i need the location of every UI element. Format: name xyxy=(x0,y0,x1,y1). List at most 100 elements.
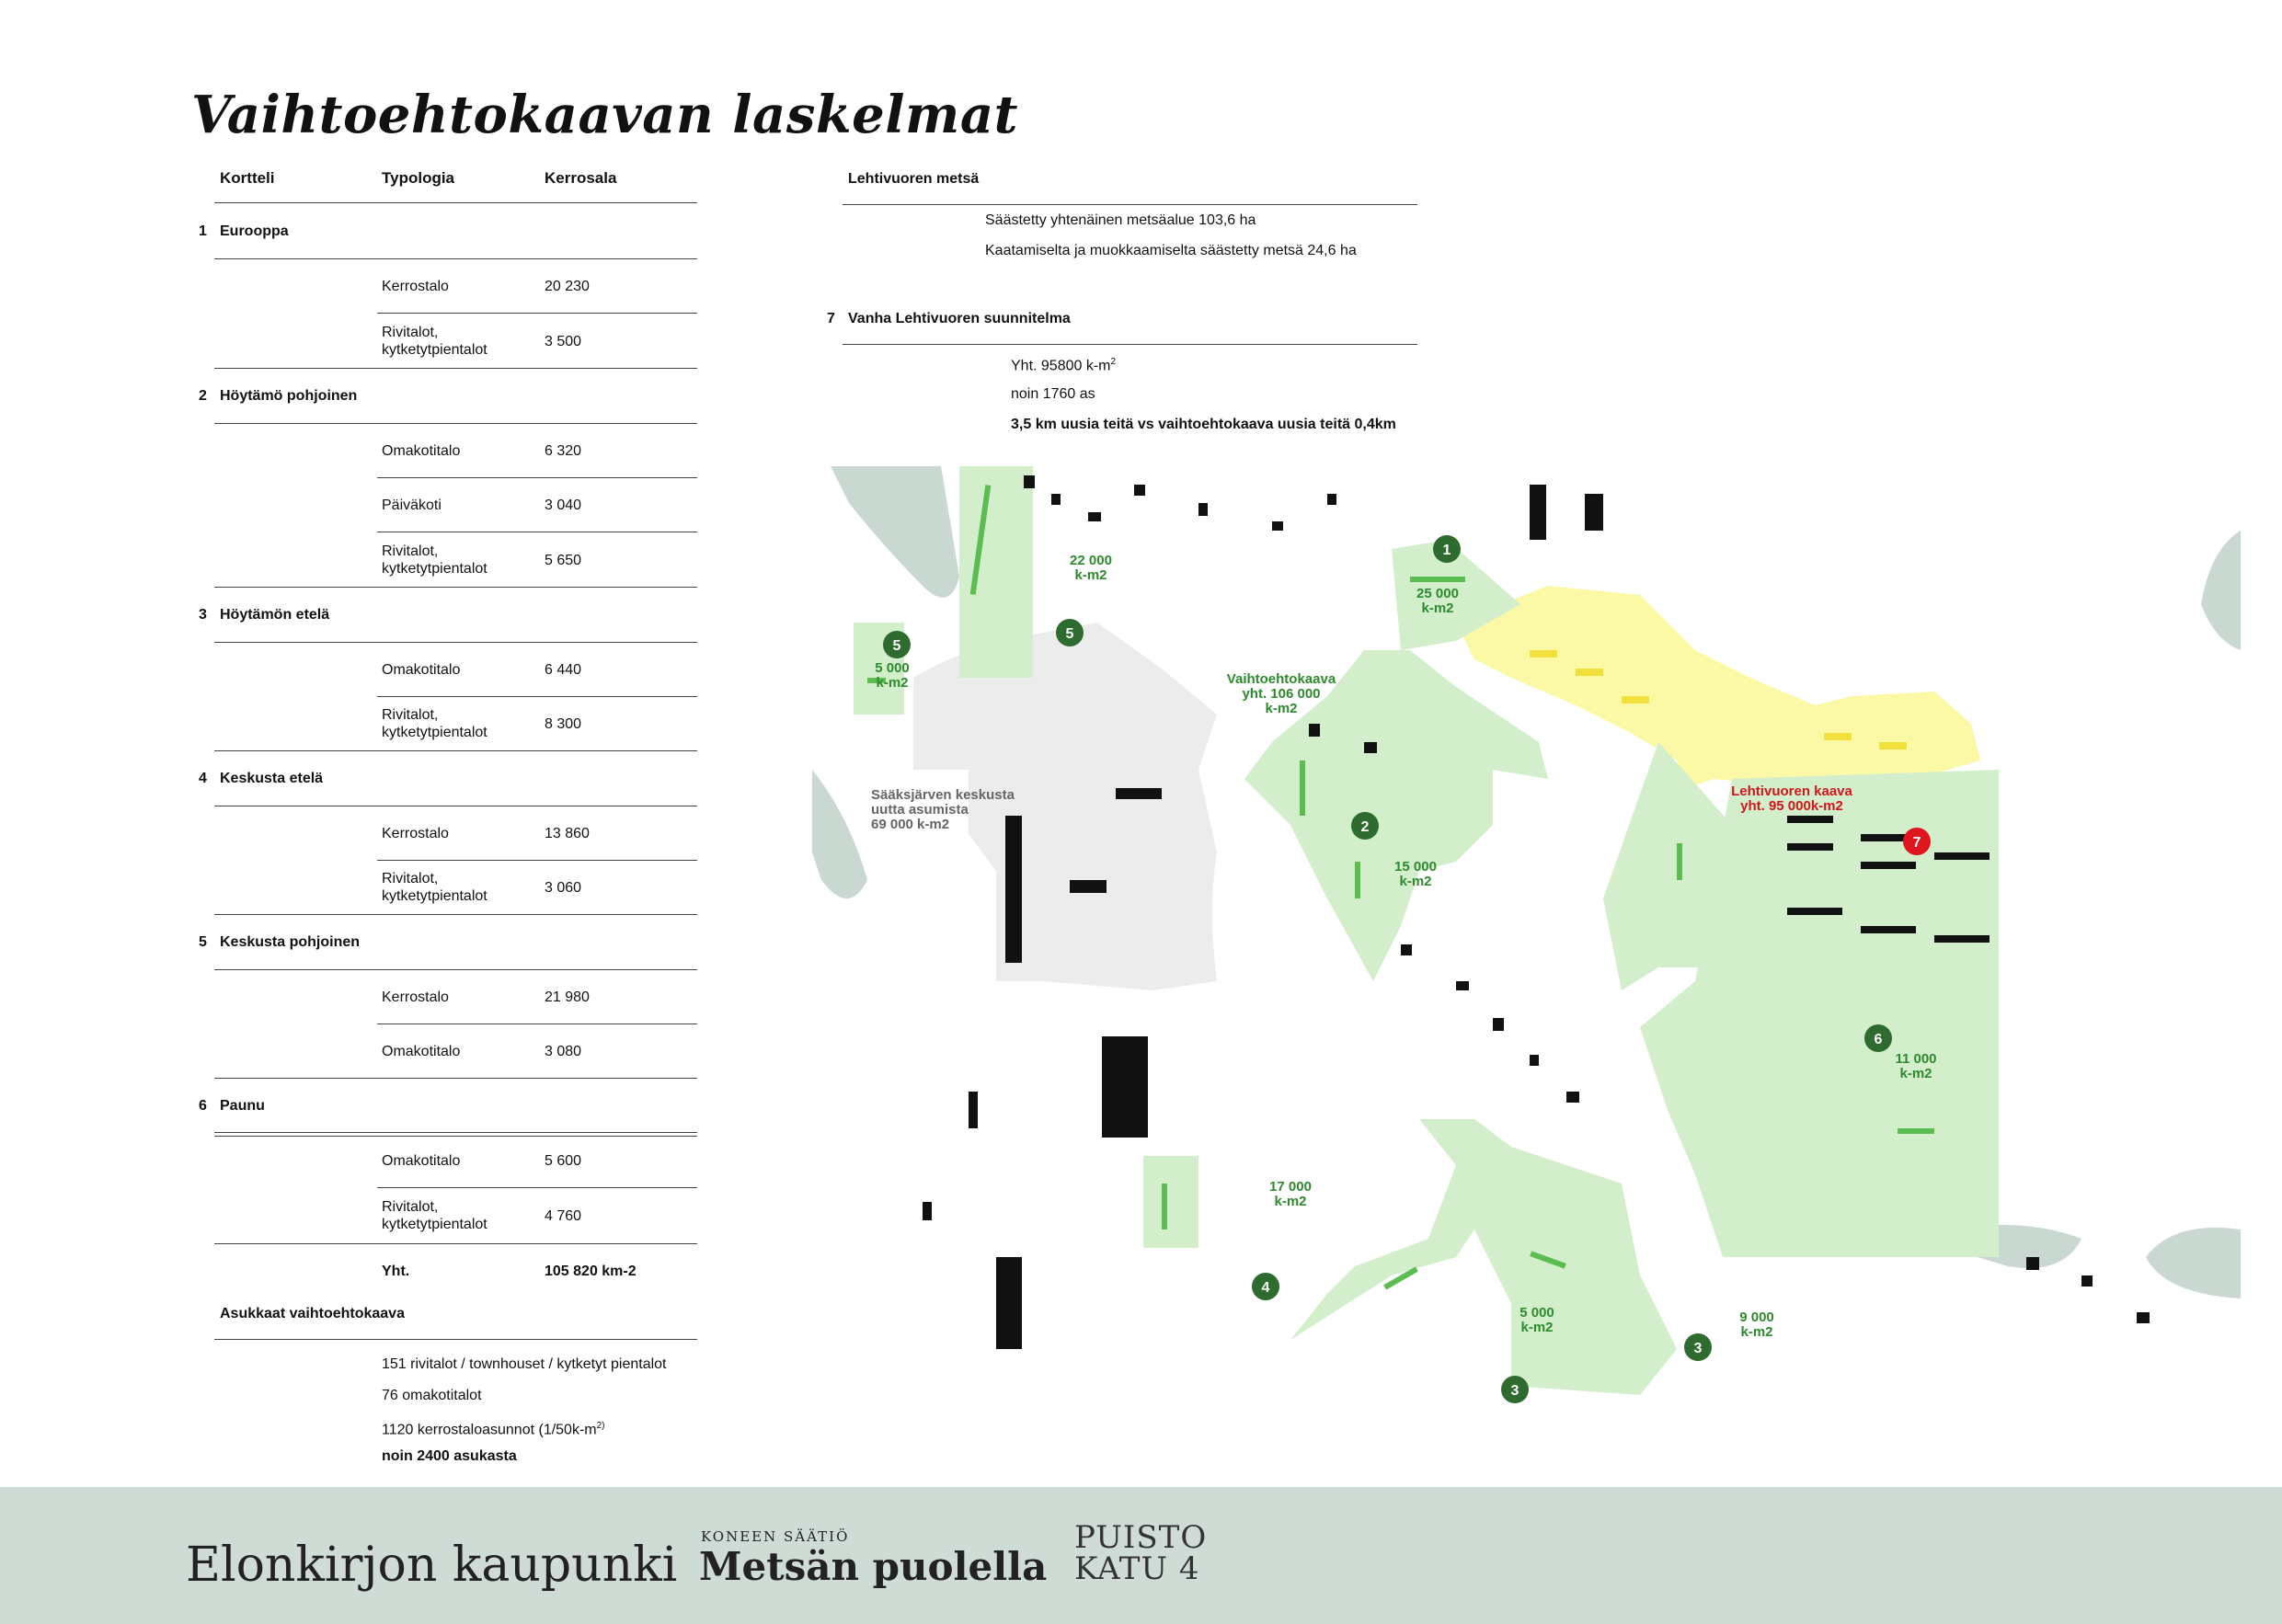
block-name: Höytämö pohjoinen xyxy=(220,388,358,404)
green-area-5-north xyxy=(959,466,1033,678)
site-map: Sääksjärven keskusta uutta asumista 69 0… xyxy=(812,466,2241,1403)
residents-total: noin 2400 asukasta xyxy=(382,1448,517,1464)
old-plan-total: Yht. 95800 k-m xyxy=(1011,358,1111,374)
typology-cell: Rivitalot, kytketytpientalot xyxy=(382,325,487,358)
block-number: 6 xyxy=(199,1098,207,1114)
col-header-typology: Typologia xyxy=(382,169,455,187)
area-label: k-m2 xyxy=(1520,1320,1553,1335)
divider xyxy=(214,750,697,751)
area-cell: 3 040 xyxy=(545,497,582,513)
green-area-6 xyxy=(1603,742,1732,990)
planned-building xyxy=(969,485,992,595)
brand-puistokatu-line: PUISTO xyxy=(1074,1519,1208,1556)
divider xyxy=(843,344,1417,345)
double-divider xyxy=(214,1132,697,1137)
building xyxy=(1309,724,1320,737)
typology-cell: Kerrostalo xyxy=(382,826,449,841)
old-plan-marker-number: 7 xyxy=(1913,835,1921,851)
old-plan-sup: 2 xyxy=(1110,357,1117,367)
brand-metsan-puolella: Metsän puolella xyxy=(699,1544,1048,1589)
alt-plan-label-line: yht. 106 000 xyxy=(1242,686,1320,702)
brand-elonkirjon: Elonkirjon kaupunki xyxy=(186,1538,678,1593)
divider xyxy=(377,860,697,861)
area-marker xyxy=(1684,1333,1712,1361)
area-label: 5 000 xyxy=(1519,1305,1554,1321)
divider xyxy=(377,313,697,314)
area-marker-number: 3 xyxy=(1694,1341,1703,1356)
block-number: 1 xyxy=(199,223,207,239)
building xyxy=(1861,862,1916,869)
area-cell: 3 080 xyxy=(545,1044,582,1059)
area-label: k-m2 xyxy=(1074,567,1107,583)
building xyxy=(1051,494,1061,505)
planned-building xyxy=(867,678,886,683)
building xyxy=(1102,1036,1148,1138)
divider xyxy=(377,696,697,697)
water-east xyxy=(2201,531,2241,650)
old-plan-building xyxy=(1879,742,1907,749)
planned-building xyxy=(1410,577,1465,582)
typology-cell: Omakotitalo xyxy=(382,443,461,459)
area-label: 5 000 xyxy=(875,660,910,676)
building xyxy=(1088,512,1101,521)
divider xyxy=(214,258,697,259)
building xyxy=(1934,852,1990,860)
building xyxy=(969,1092,978,1128)
col-header-block: Kortteli xyxy=(220,169,275,187)
area-marker-number: 4 xyxy=(1262,1280,1270,1296)
total-value: 105 820 km-2 xyxy=(545,1264,636,1279)
old-plan-title: Vanha Lehtivuoren suunnitelma xyxy=(848,311,1071,326)
old-plan-building xyxy=(1622,696,1649,703)
residents-line-text: 1120 kerrostaloasunnot (1/50k-m xyxy=(382,1422,597,1438)
typology-cell: Rivitalot, kytketytpientalot xyxy=(382,543,487,577)
divider xyxy=(843,204,1417,205)
green-area-3 xyxy=(1290,1119,1677,1395)
old-plan-building xyxy=(1824,733,1852,740)
building xyxy=(1024,475,1035,488)
area-marker xyxy=(883,631,911,658)
area-label: k-m2 xyxy=(1740,1324,1772,1340)
area-cell: 20 230 xyxy=(545,279,590,294)
area-marker-number: 5 xyxy=(1066,626,1074,642)
block-number: 4 xyxy=(199,771,207,786)
center-area xyxy=(913,623,1217,990)
area-label: 11 000 xyxy=(1895,1051,1936,1067)
divider xyxy=(214,914,697,915)
planned-building xyxy=(1898,1128,1934,1134)
area-cell: 6 440 xyxy=(545,662,582,678)
building xyxy=(1272,521,1283,531)
area-marker-number: 6 xyxy=(1875,1032,1883,1047)
area-marker-number: 1 xyxy=(1443,543,1451,558)
residents-line: 76 omakotitalot xyxy=(382,1388,482,1403)
area-marker-number: 2 xyxy=(1361,819,1370,835)
planned-building xyxy=(1677,843,1682,880)
planned-building xyxy=(1162,1184,1167,1229)
building xyxy=(996,1257,1022,1349)
building xyxy=(1566,1092,1579,1103)
building xyxy=(1364,742,1377,753)
area-label: 9 000 xyxy=(1739,1309,1774,1325)
planned-building xyxy=(1300,761,1305,816)
typology-cell: Omakotitalo xyxy=(382,1044,461,1059)
block-name: Eurooppa xyxy=(220,223,289,239)
old-plan-line: Yht. 95800 k-m2 xyxy=(1011,357,1116,374)
forest-title: Lehtivuoren metsä xyxy=(848,171,980,187)
divider xyxy=(214,423,697,424)
block-name: Paunu xyxy=(220,1098,265,1114)
forest-line: Säästetty yhtenäinen metsäalue 103,6 ha xyxy=(985,212,1256,228)
area-label: 17 000 xyxy=(1269,1179,1312,1195)
lake-northwest xyxy=(831,466,959,598)
buildings xyxy=(923,475,2150,1349)
area-marker xyxy=(1056,619,1084,646)
building xyxy=(1456,981,1469,990)
divider xyxy=(214,202,697,203)
water-southeast xyxy=(2146,1228,2241,1298)
building xyxy=(1530,485,1546,540)
old-plan-line: noin 1760 as xyxy=(1011,386,1095,402)
old-plan-building xyxy=(1576,669,1603,676)
map-base xyxy=(812,466,2241,1395)
area-label: k-m2 xyxy=(1421,600,1453,616)
green-plan-buildings xyxy=(867,485,1934,1290)
green-area-2 xyxy=(1244,650,1548,981)
old-plan-building xyxy=(1530,650,1557,658)
